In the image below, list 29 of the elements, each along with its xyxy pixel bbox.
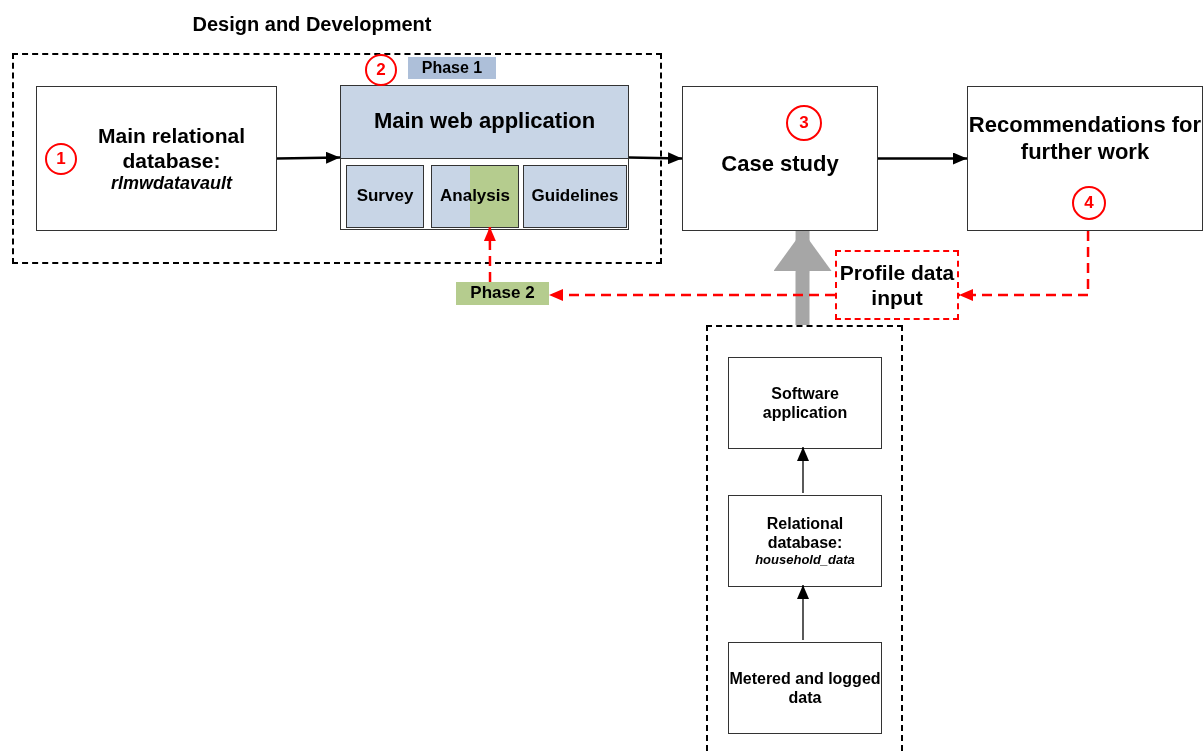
process-box: Relational database: household_data (728, 495, 882, 587)
arrow (276, 151, 341, 164)
callout-number: 4 (1072, 186, 1106, 220)
arrow (628, 152, 683, 165)
dashed-group-frame (706, 325, 903, 751)
phase-tag: Phase 2 (456, 282, 549, 305)
phase-tag: Phase 1 (408, 57, 496, 79)
process-box: Recommendations for further work 4 (967, 86, 1203, 231)
dashed-arrow (959, 231, 1090, 301)
callout-number: 3 (786, 105, 822, 141)
arrow (878, 152, 967, 165)
module-box: Survey (346, 165, 424, 228)
callout-number: 1 (45, 143, 77, 175)
arrow (797, 584, 809, 641)
module-box: Analysis (431, 165, 519, 228)
box-title: Main web application (373, 108, 596, 135)
process-box: Metered and logged data (728, 642, 882, 734)
callout-number: 2 (365, 54, 397, 86)
module-box: Guidelines (523, 165, 627, 228)
dashed-box: Profile data input (835, 250, 959, 320)
dashed-arrow (549, 289, 835, 301)
group-title: Design and Development (192, 12, 432, 36)
block-arrow (773, 231, 832, 325)
process-box: Software application (728, 357, 882, 449)
dashed-arrow (483, 227, 496, 282)
application-box (340, 85, 629, 230)
process-box: Main relational database: rlmwdatavault 1 (36, 86, 277, 231)
arrow (797, 446, 809, 494)
process-box: Case study 3 (682, 86, 878, 231)
